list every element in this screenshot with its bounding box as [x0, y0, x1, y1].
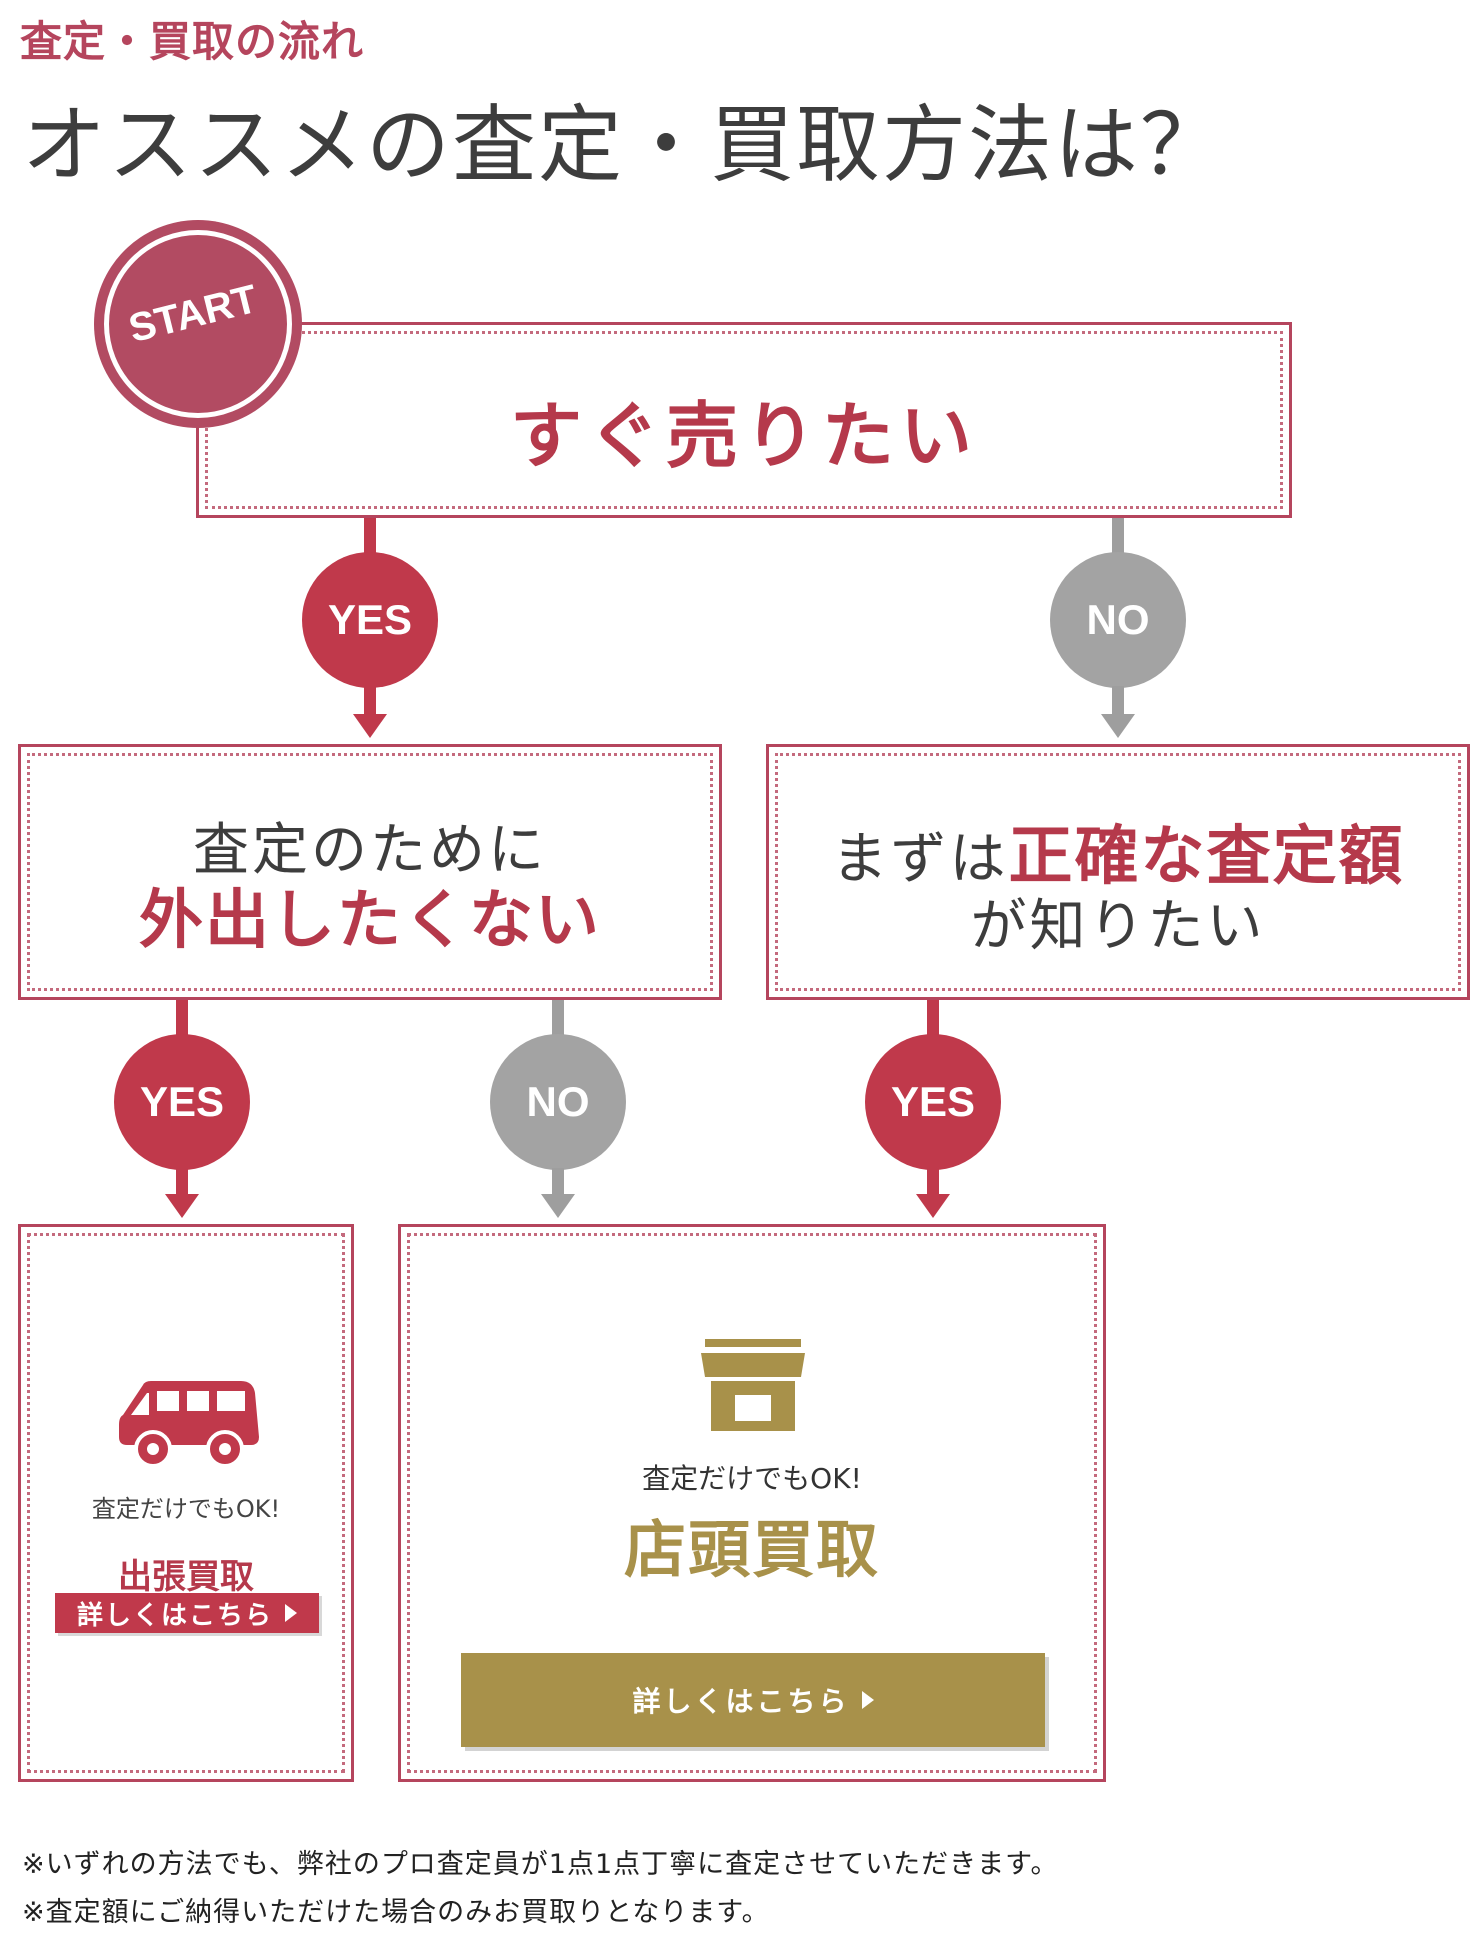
start-badge: START: [96, 222, 300, 426]
connector-line: [1112, 686, 1124, 716]
result-title: 出張買取: [118, 1557, 254, 1597]
car-icon: [113, 1375, 263, 1475]
question-sell-now: すぐ売りたい: [509, 393, 978, 478]
start-label: START: [124, 276, 262, 351]
connector-line: [927, 1168, 939, 1196]
no-badge: NO: [1050, 552, 1186, 688]
arrow-down-icon: [916, 1194, 950, 1218]
arrow-down-icon: [1101, 714, 1135, 738]
result-subtext: 査定だけでもOK!: [91, 1495, 281, 1523]
question-box-sell-now: すぐ売りたい: [196, 322, 1292, 518]
note-line: ※査定額にご納得いただけた場合のみお買取りとなります。: [22, 1897, 770, 1928]
result-box-visit: 査定だけでもOK! 出張買取 詳しくはこちら: [18, 1224, 354, 1782]
button-label: 詳しくはこちら: [632, 1685, 850, 1718]
connector-line: [927, 1000, 939, 1040]
shop-icon: [701, 1337, 805, 1433]
question-line2: 外出したくない: [139, 883, 601, 958]
connector-line: [176, 1000, 188, 1040]
yes-badge: YES: [114, 1034, 250, 1170]
question-box-stay-home: 査定のために 外出したくない: [18, 744, 722, 1000]
arrow-down-icon: [165, 1194, 199, 1218]
section-kicker: 査定・買取の流れ: [20, 17, 365, 66]
question-prefix: まずは: [831, 827, 1009, 892]
button-label: 詳しくはこちら: [76, 1600, 273, 1631]
question-line1: 査定のために: [193, 818, 547, 883]
arrow-down-icon: [353, 714, 387, 738]
connector-line: [176, 1168, 188, 1196]
page-title: オススメの査定・買取方法は？: [22, 96, 1227, 194]
store-details-button[interactable]: 詳しくはこちら: [461, 1653, 1045, 1747]
play-triangle-icon: [285, 1604, 297, 1622]
yes-badge: YES: [865, 1034, 1001, 1170]
play-triangle-icon: [861, 1691, 874, 1709]
yes-badge: YES: [302, 552, 438, 688]
result-title: 店頭買取: [623, 1513, 880, 1586]
visit-details-button[interactable]: 詳しくはこちら: [55, 1593, 319, 1633]
connector-line: [552, 1000, 564, 1040]
connector-line: [364, 518, 376, 562]
question-box-exact-price: まずは正確な査定額 が知りたい: [766, 744, 1470, 1000]
result-box-store: 査定だけでもOK! 店頭買取 詳しくはこちら: [398, 1224, 1106, 1782]
connector-line: [1112, 518, 1124, 562]
result-subtext: 査定だけでもOK!: [642, 1462, 862, 1495]
connector-line: [364, 686, 376, 716]
connector-line: [552, 1168, 564, 1196]
question-line2: が知りたい: [970, 894, 1266, 959]
question-highlight: 正確な査定額: [1008, 819, 1405, 894]
no-badge: NO: [490, 1034, 626, 1170]
note-line: ※いずれの方法でも、弊社のプロ査定員が1点1点丁寧に査定させていただきます。: [22, 1849, 1059, 1880]
arrow-down-icon: [541, 1194, 575, 1218]
